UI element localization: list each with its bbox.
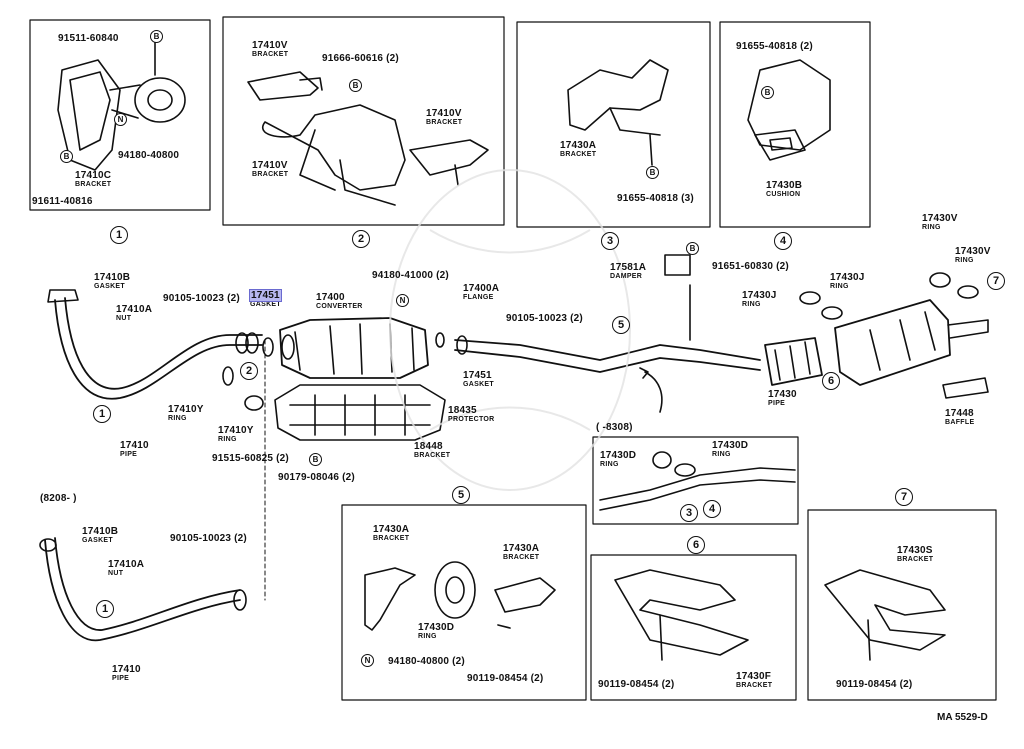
bolt-marker-icon: B bbox=[150, 30, 163, 43]
inset-early-range: ( -8308) bbox=[596, 422, 633, 433]
location-callout-1-late: 1 bbox=[96, 600, 114, 618]
part-91651-60830[interactable]: 91651-60830 (2) bbox=[712, 261, 789, 272]
part-94180-41000[interactable]: 94180-41000 (2) bbox=[372, 270, 449, 281]
location-callout-4: 4 bbox=[703, 500, 721, 518]
part-94180-40800[interactable]: 94180-40800 bbox=[118, 150, 180, 161]
part-90179-08046[interactable]: 90179-08046 (2) bbox=[278, 472, 355, 483]
nut-marker-icon: N bbox=[361, 654, 374, 667]
section-4-callout: 4 bbox=[774, 232, 792, 250]
nut-marker-icon: N bbox=[396, 294, 409, 307]
part-90105-10023-center[interactable]: 90105-10023 (2) bbox=[506, 313, 583, 324]
section-7-callout: 7 bbox=[895, 488, 913, 506]
bolt-marker-icon: B bbox=[309, 453, 322, 466]
part-91655-40818-3[interactable]: 91655-40818 (3) bbox=[617, 193, 694, 204]
location-callout-3: 3 bbox=[680, 504, 698, 522]
part-91655-40818-2[interactable]: 91655-40818 (2) bbox=[736, 41, 813, 52]
part-90119-08454-7[interactable]: 90119-08454 (2) bbox=[836, 679, 913, 690]
bolt-marker-icon: B bbox=[349, 79, 362, 92]
watermark bbox=[389, 169, 631, 491]
part-91666-60616[interactable]: 91666-60616 (2) bbox=[322, 53, 399, 64]
section-2-callout: 2 bbox=[352, 230, 370, 248]
part-90105-10023-late[interactable]: 90105-10023 (2) bbox=[170, 533, 247, 544]
location-callout-6: 6 bbox=[822, 372, 840, 390]
part-91511-60840[interactable]: 91511-60840 bbox=[58, 33, 119, 44]
bolt-marker-icon: B bbox=[646, 166, 659, 179]
section-6-callout: 6 bbox=[687, 536, 705, 554]
bolt-marker-icon: B bbox=[761, 86, 774, 99]
location-callout-7: 7 bbox=[987, 272, 1005, 290]
bolt-marker-icon: B bbox=[60, 150, 73, 163]
bolt-marker-icon: B bbox=[686, 242, 699, 255]
location-callout-1: 1 bbox=[93, 405, 111, 423]
part-94180-40800-2[interactable]: 94180-40800 (2) bbox=[388, 656, 465, 667]
part-91515-60825[interactable]: 91515-60825 (2) bbox=[212, 453, 289, 464]
inset-late-range: (8208- ) bbox=[40, 493, 77, 504]
location-callout-2: 2 bbox=[240, 362, 258, 380]
part-91611-40816[interactable]: 91611-40816 bbox=[32, 196, 93, 207]
part-90119-08454-5[interactable]: 90119-08454 (2) bbox=[467, 673, 544, 684]
section-1-callout: 1 bbox=[110, 226, 128, 244]
diagram-code: MA 5529-D bbox=[937, 712, 988, 723]
location-callout-5: 5 bbox=[612, 316, 630, 334]
section-5-callout: 5 bbox=[452, 486, 470, 504]
nut-marker-icon: N bbox=[114, 113, 127, 126]
section-3-callout: 3 bbox=[601, 232, 619, 250]
part-90105-10023-front[interactable]: 90105-10023 (2) bbox=[163, 293, 240, 304]
part-90119-08454-6[interactable]: 90119-08454 (2) bbox=[598, 679, 675, 690]
